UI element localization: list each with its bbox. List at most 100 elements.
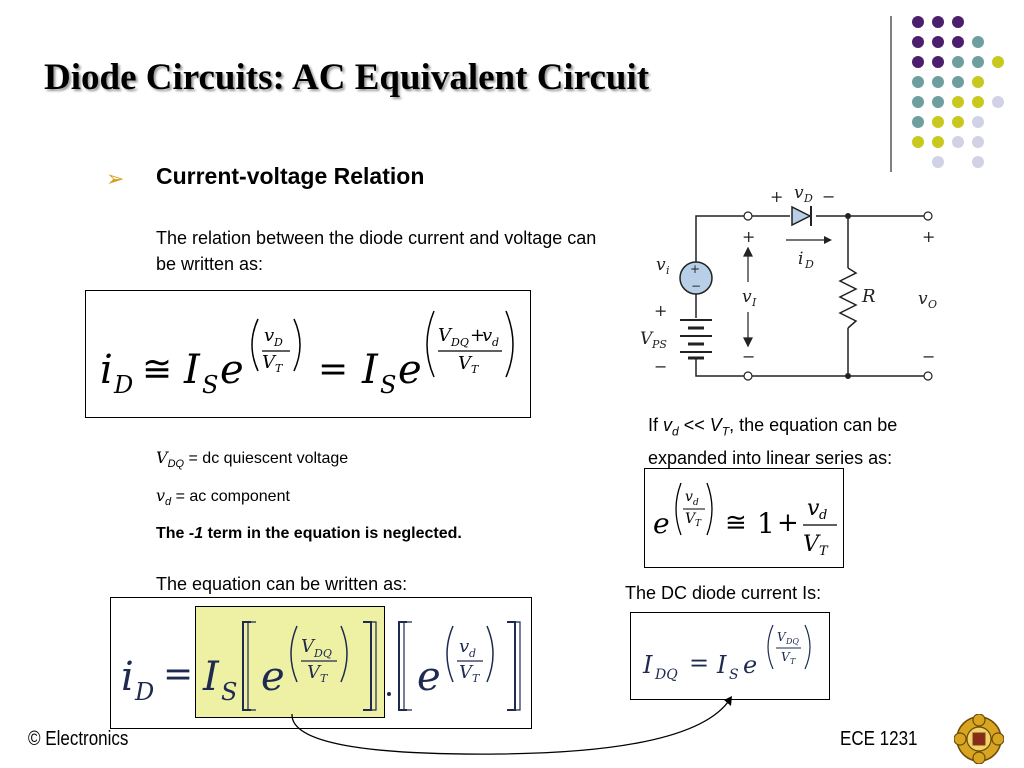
svg-text:V: V [459,662,474,683]
label-vd-sub: D [803,192,813,205]
svg-text:V: V [301,636,316,657]
svg-text:i: i [121,654,134,700]
svg-text:+: + [690,262,700,276]
junction-node-top [845,213,851,219]
svg-text:v: v [685,489,693,505]
svg-text:e: e [743,651,757,679]
svg-text:+: + [777,508,799,538]
intro-paragraph: The relation between the diode current a… [156,228,597,274]
svg-text:v: v [264,325,274,346]
equation-diode-current-box: i D ≅ I S e v D V T = I S e V DQ + v d V… [85,290,531,418]
dot-row-8 [932,156,984,168]
svg-text:=: = [318,349,348,390]
svg-text:v: v [459,636,469,657]
equation-split-box: i D = I S e V DQ V T e v d V T [110,597,532,729]
current-arrow [786,236,832,244]
svg-text:e: e [220,347,244,393]
diode-symbol [791,205,812,227]
quiescent-term-highlight [195,606,385,718]
svg-text:1: 1 [757,507,775,540]
label-R: R [861,286,876,307]
dot-row-7 [912,136,984,148]
label-plus-vo: + [922,227,935,246]
label-vd: v [794,183,804,203]
svg-text:e: e [398,347,422,393]
label-minus-vo: − [922,347,935,366]
definition-neglect-note: The -1 term in the equation is neglected… [156,525,462,543]
curved-connector-arrow [291,696,732,755]
label-minus-vd: − [822,187,835,206]
equation-dc-current-box: I DQ = I S e V DQ V T [630,612,830,700]
svg-text:V: V [803,532,821,557]
diode-circuit-diagram: + − + v D − + − + − + − v i i D v I R [640,183,937,381]
label-vI-sub: I [751,296,757,309]
label-vo: v [918,289,928,309]
vI-double-arrow [743,246,753,348]
svg-text:V: V [438,325,453,346]
svg-text:I: I [202,654,220,700]
label-vI: v [742,287,752,307]
terminal-vo-top [923,211,933,221]
dot-row-6 [912,116,984,128]
university-crest-icon [954,714,1004,764]
svg-text:≅: ≅ [725,508,747,538]
svg-text:=: = [689,649,709,677]
decorative-divider [890,16,892,172]
decorative-dot-grid [912,16,1004,168]
dot-row-5 [912,96,1004,108]
svg-text:S: S [729,667,739,683]
svg-text:V: V [777,630,787,644]
svg-text:V: V [262,352,277,373]
svg-text:T: T [819,544,829,559]
svg-text:e: e [261,654,285,700]
svg-text:=: = [163,654,193,695]
label-plus-vps: + [654,301,667,320]
svg-text:D: D [273,336,283,349]
equation-split: i D = I S e V DQ V T e v d V T [121,621,521,711]
footer-copyright: © Electronics [28,728,129,750]
ac-source-symbol: + − [679,261,713,295]
svg-text:V: V [685,511,697,527]
svg-text:e: e [653,507,670,540]
label-vps-sub: PS [651,338,667,351]
svg-text:d: d [819,508,827,523]
svg-text:T: T [790,657,796,666]
arrow-bullet-icon: ➢ [106,166,125,191]
label-vo-sub: O [928,298,937,311]
junction-node-bottom [845,373,851,379]
equation-linear-series-box: e v d V T ≅ 1 + v d V T [644,468,844,568]
svg-text:i: i [100,347,113,393]
svg-text:T: T [471,363,480,376]
svg-text:V: V [781,650,791,664]
label-id-sub: D [804,258,814,271]
equation-linear-series: e v d V T ≅ 1 + v d V T [653,482,837,559]
bullet-heading: Current-voltage Relation [156,163,425,189]
terminal-vI-top [743,211,753,221]
label-minus-vps: − [654,357,667,376]
terminal-vI-bottom [743,371,753,381]
svg-text:I: I [716,651,727,679]
svg-text:T: T [275,362,284,375]
svg-text:DQ: DQ [313,647,332,660]
terminal-vo-bottom [923,371,933,381]
definitions-list: VDQ = dc quiescent voltage vd = ac compo… [156,442,576,549]
svg-text:I: I [361,347,379,393]
svg-text:I: I [642,651,653,679]
label-plus-vd: + [770,187,783,206]
equation-diode-current: i D ≅ I S e v D V T = I S e V DQ + v d V… [100,310,514,399]
dot-row-2 [912,36,984,48]
svg-text:S: S [380,371,396,399]
label-id: i [798,249,803,269]
label-vps: V [640,329,654,349]
equation-dc-current: I DQ = I S e V DQ V T [642,624,811,683]
svg-text:d: d [469,647,476,660]
svg-text:D: D [134,678,154,706]
dot-row-3 [912,56,1004,68]
expansion-text: If vd << VT, the equation can be expande… [648,415,898,468]
dot-row-4 [912,76,984,88]
svg-text:D: D [113,371,133,399]
svg-text:I: I [183,347,201,393]
svg-text:T: T [695,519,702,529]
dot-row-1 [912,16,964,28]
svg-text:V: V [307,662,322,683]
